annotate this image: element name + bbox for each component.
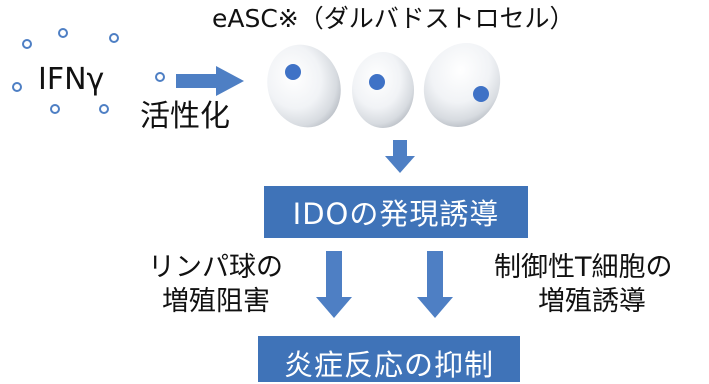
inflammation-suppression-box: 炎症反応の抑制 bbox=[258, 336, 520, 382]
ifn-label: IFNγ bbox=[38, 62, 105, 97]
cell-nucleus bbox=[285, 64, 301, 80]
ifn-molecule-dot bbox=[50, 104, 60, 114]
ifn-molecule-dot bbox=[58, 28, 68, 38]
down-arrow-right bbox=[417, 251, 453, 318]
activation-arrow bbox=[176, 66, 244, 96]
cell bbox=[267, 44, 341, 128]
cell bbox=[423, 43, 501, 127]
ifn-molecule-dot bbox=[22, 39, 32, 49]
ido-expression-label: IDOの発現誘導 bbox=[292, 197, 500, 231]
treg-effect-line1: 制御性T細胞の bbox=[494, 252, 673, 283]
cell-nucleus bbox=[473, 86, 489, 102]
ifn-molecule-dot bbox=[155, 72, 165, 82]
inflammation-suppression-label: 炎症反応の抑制 bbox=[283, 348, 494, 382]
down-arrow-left bbox=[316, 251, 352, 318]
ifn-molecule-dot bbox=[99, 104, 109, 114]
lymphocyte-effect-line2: 増殖阻害 bbox=[162, 286, 270, 317]
activation-label: 活性化 bbox=[140, 99, 230, 134]
ido-expression-box: IDOの発現誘導 bbox=[264, 186, 528, 238]
ifn-molecule-dot bbox=[12, 82, 22, 92]
treg-effect-line2: 増殖誘導 bbox=[538, 286, 646, 317]
cell-nucleus bbox=[369, 74, 385, 90]
lymphocyte-effect-line1: リンパ球の bbox=[148, 252, 283, 283]
ifn-molecule-dot bbox=[109, 33, 119, 43]
cell-title: eASC※（ダルバドストロセル） bbox=[212, 4, 575, 33]
cell bbox=[352, 52, 414, 128]
down-arrow-to-ido bbox=[385, 140, 415, 173]
